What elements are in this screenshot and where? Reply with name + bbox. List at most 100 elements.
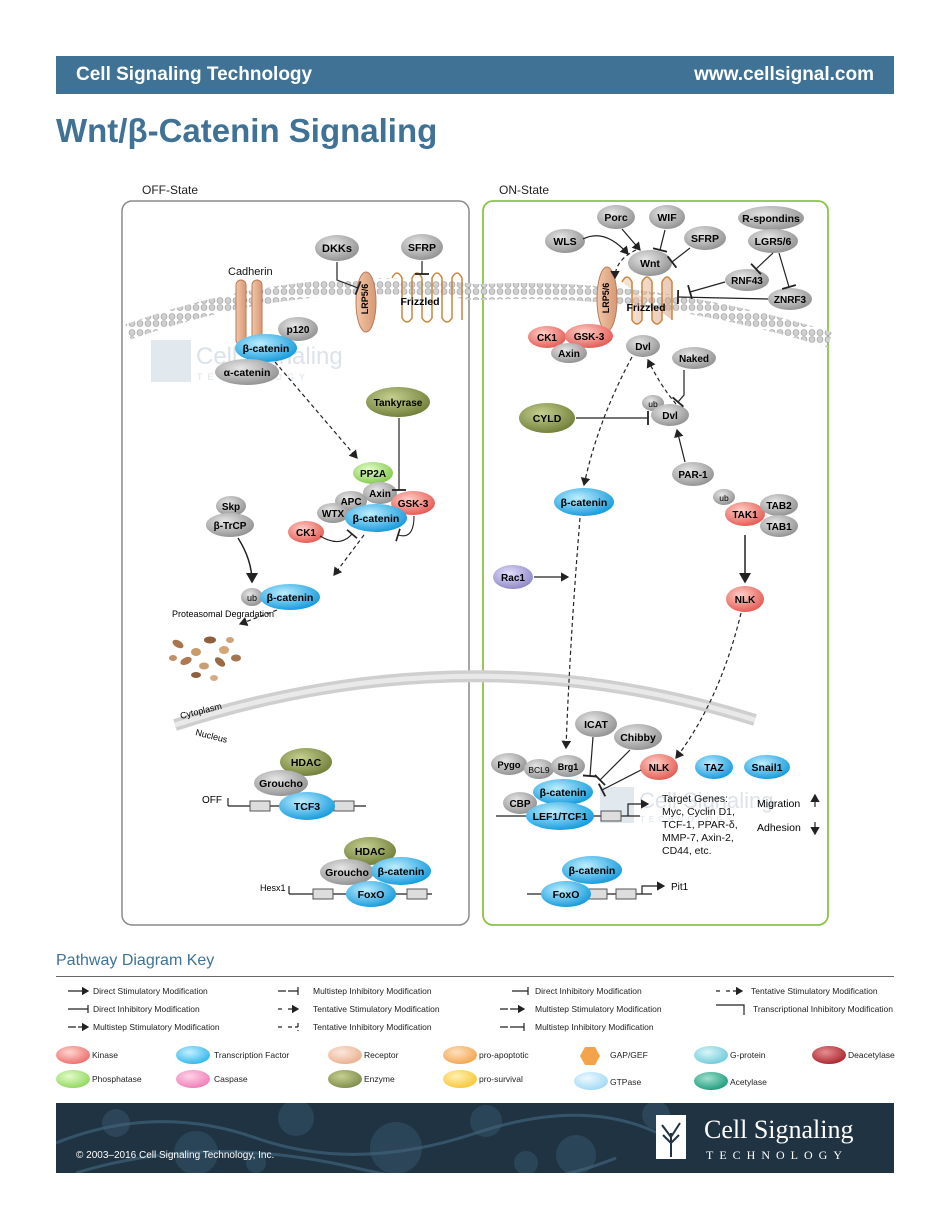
key-direct-inhib-2: Direct Inhibitory Modification (93, 1004, 200, 1014)
on-state-panel (482, 200, 829, 926)
node-wls: WLS (545, 229, 585, 253)
node-bcl9: BCL9 (524, 759, 554, 779)
node-btrcp: β-TrCP (206, 513, 254, 537)
cadherin-receptor (235, 279, 247, 346)
swatch-caspase (176, 1070, 210, 1088)
svg-text:GSK-3: GSK-3 (398, 499, 429, 510)
svg-text:ub: ub (719, 493, 729, 503)
svg-text:WIF: WIF (657, 212, 677, 224)
key-title: Pathway Diagram Key (56, 952, 215, 969)
copyright: © 2003–2016 Cell Signaling Technology, I… (76, 1150, 275, 1161)
svg-text:Rac1: Rac1 (501, 573, 525, 584)
key-phosphatase: Phosphatase (92, 1074, 142, 1084)
node-ck1-on: CK1 (528, 326, 566, 348)
svg-text:p120: p120 (287, 325, 310, 336)
nucleus-label: Nucleus (195, 727, 229, 745)
svg-text:β-catenin: β-catenin (378, 866, 425, 878)
svg-text:TAZ: TAZ (704, 762, 724, 774)
key-receptor: Receptor (364, 1050, 399, 1060)
swatch-gtpase (574, 1072, 608, 1090)
node-tankyrase: Tankyrase (366, 387, 430, 417)
node-ck1-off: CK1 (288, 521, 324, 543)
node-alpha-catenin: α-catenin (215, 359, 279, 385)
node-foxo-off: FoxO (346, 881, 396, 907)
node-beta-catenin-ub: β-catenin (260, 584, 320, 610)
off-frizzled-receptor (391, 272, 463, 323)
svg-text:CK1: CK1 (296, 528, 316, 539)
node-rspondins: R-spondins (738, 206, 804, 230)
key-tentative-stim-2: Tentative Stimulatory Modification (313, 1004, 440, 1014)
svg-text:FoxO: FoxO (553, 889, 580, 901)
node-naked: Naked (672, 347, 716, 369)
node-tcf3: TCF3 (279, 792, 335, 820)
svg-text:Groucho: Groucho (325, 867, 369, 879)
svg-text:β-catenin: β-catenin (569, 865, 616, 877)
key-transcriptional-inhib: Transcriptional Inhibitory Modification (753, 1004, 893, 1014)
svg-text:Wnt: Wnt (640, 258, 660, 270)
key-type-swatches (56, 1046, 846, 1090)
svg-text:TECHNOLOGY: TECHNOLOGY (640, 815, 736, 824)
node-porc: Porc (597, 205, 635, 229)
off-label: OFF (202, 795, 222, 806)
node-beta-catenin-complex: β-catenin (345, 504, 407, 532)
plasma-membrane (125, 278, 833, 348)
node-beta-catenin-foxo-off: β-catenin (371, 857, 431, 885)
adhesion-label: Adhesion (757, 822, 801, 834)
degradation-label: Proteasomal Degradation (172, 609, 274, 619)
node-nlk-nuc: NLK (640, 754, 678, 780)
key-direct-inhib: Direct Inhibitory Modification (535, 986, 642, 996)
svg-text:GSK-3: GSK-3 (574, 332, 605, 343)
website-url[interactable]: www.cellsignal.com (694, 64, 874, 85)
svg-text:Dvl: Dvl (635, 342, 651, 353)
swatch-acetylase (694, 1072, 728, 1090)
svg-text:Pygo: Pygo (497, 760, 520, 771)
swatch-kinase (56, 1046, 90, 1064)
footer-banner: © 2003–2016 Cell Signaling Technology, I… (56, 1103, 894, 1173)
svg-text:Chibby: Chibby (620, 732, 656, 744)
key-multistep-stim: Multistep Stimulatory Modification (535, 1004, 662, 1014)
node-gsk3-off: GSK-3 (391, 491, 435, 515)
node-tak1: TAK1 (725, 502, 765, 526)
svg-text:CYLD: CYLD (533, 413, 562, 425)
node-skp: Skp (216, 496, 246, 516)
svg-text:ICAT: ICAT (584, 719, 608, 731)
node-axin-on: Axin (551, 343, 587, 363)
node-hdac1: HDAC (280, 748, 332, 776)
node-axin-off: Axin (363, 482, 397, 504)
swatch-deacetylase (812, 1046, 846, 1064)
node-nlk-cyto: NLK (726, 586, 764, 612)
svg-text:β-catenin: β-catenin (540, 787, 587, 799)
svg-text:β-catenin: β-catenin (267, 592, 314, 604)
key-direct-stim: Direct Stimulatory Modification (93, 986, 208, 996)
node-foxo-on: FoxO (541, 881, 591, 907)
swatch-pro-survival (443, 1070, 477, 1088)
svg-text:WTX: WTX (322, 509, 345, 520)
node-lef1: LEF1/TCF1 (526, 802, 594, 830)
key-enzyme: Enzyme (364, 1074, 395, 1084)
svg-text:Myc, Cyclin D1,: Myc, Cyclin D1, (662, 806, 735, 818)
target-genes-text: Target Genes: Myc, Cyclin D1, TCF-1, PPA… (662, 793, 738, 857)
node-dvl-top: Dvl (626, 335, 660, 357)
svg-text:CBP: CBP (509, 799, 530, 810)
node-pygo: Pygo (491, 753, 527, 775)
svg-text:LGR5/6: LGR5/6 (755, 236, 792, 248)
page-title: Wnt/β-Catenin Signaling (56, 112, 438, 149)
svg-text:SFRP: SFRP (408, 242, 436, 254)
brand-name: Cell Signaling Technology (76, 64, 313, 85)
hesx1-label: Hesx1 (260, 883, 286, 893)
svg-text:Axin: Axin (369, 489, 391, 500)
key-pro-apoptotic: pro-apoptotic (479, 1050, 529, 1060)
svg-text:TAB1: TAB1 (766, 522, 792, 533)
key-transcription-factor: Transcription Factor (214, 1050, 290, 1060)
node-ub-off: ub (241, 588, 263, 606)
node-cbp: CBP (503, 792, 537, 814)
on-lrp-label: LRP5/6 (601, 283, 611, 314)
svg-text:HDAC: HDAC (291, 757, 322, 769)
svg-text:Dvl: Dvl (662, 411, 678, 422)
swatch-transcription-factor (176, 1046, 210, 1064)
node-beta-catenin-nuc: β-catenin (533, 779, 593, 805)
on-frizzled-label: Frizzled (626, 302, 665, 314)
svg-text:β-TrCP: β-TrCP (214, 521, 247, 532)
on-state-label: ON-State (499, 183, 550, 197)
off-state-panel (121, 200, 470, 926)
